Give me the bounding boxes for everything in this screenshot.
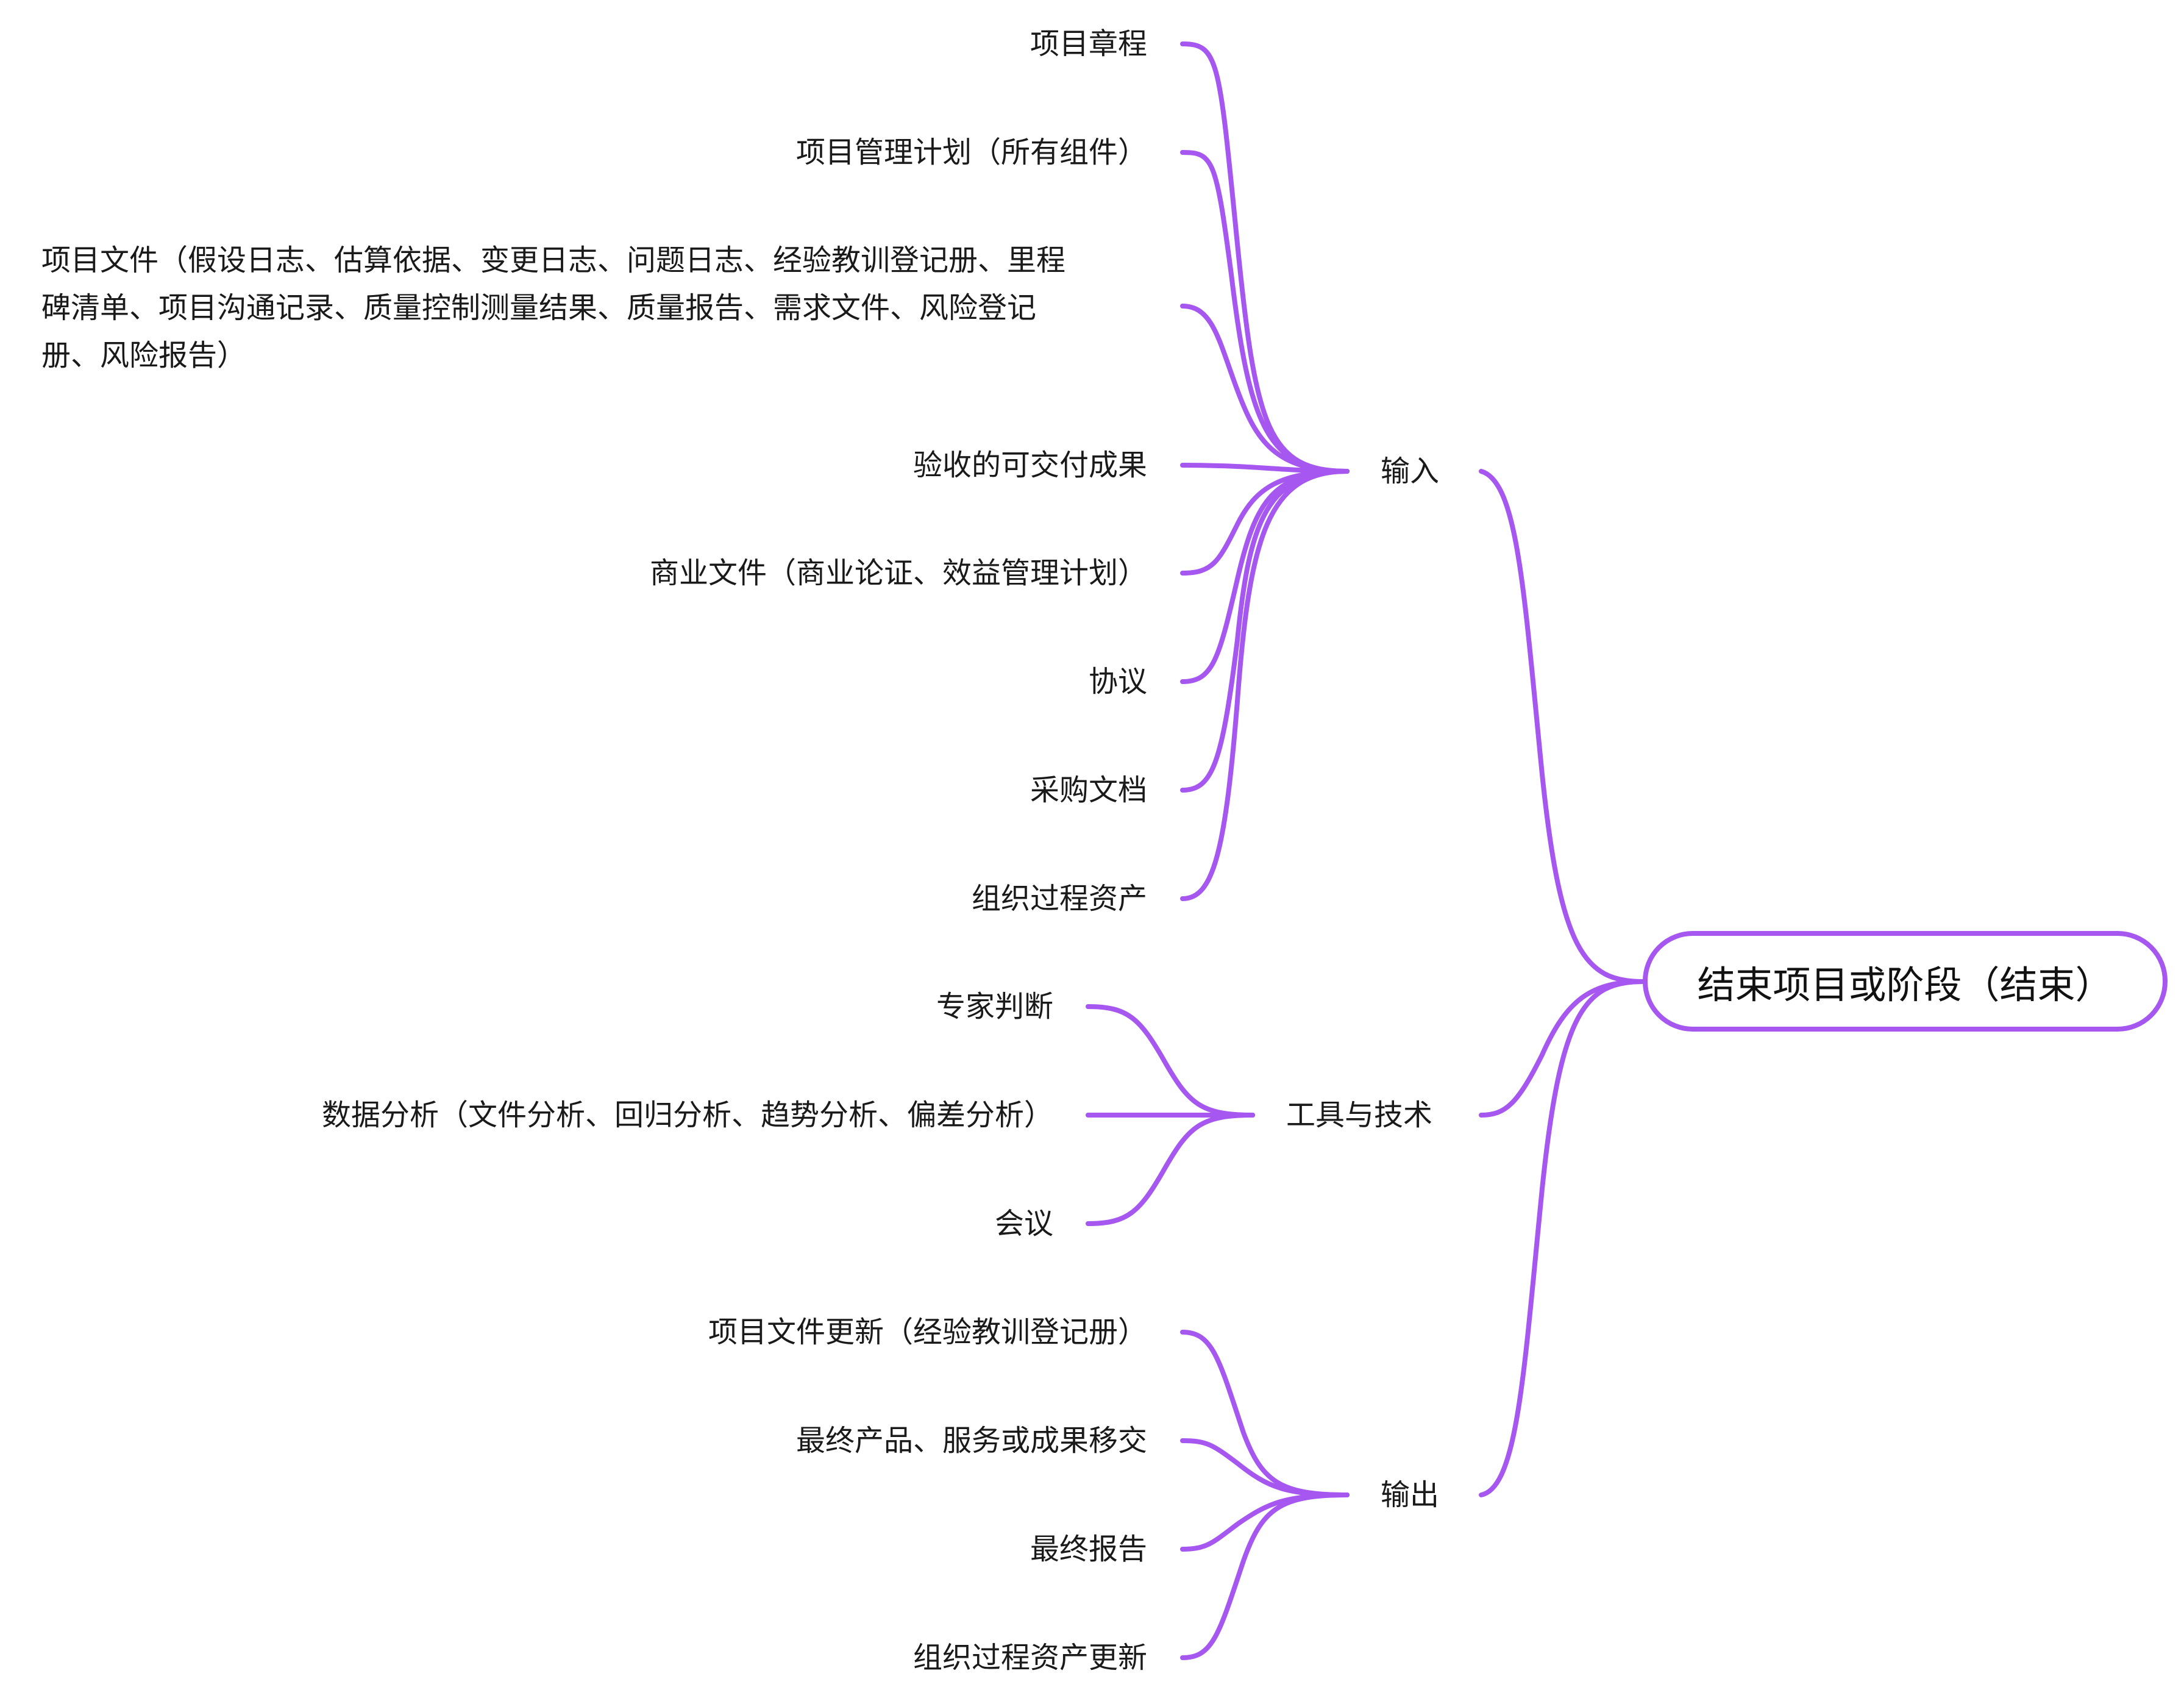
input-item-procurement-documents[interactable]: 采购文档 <box>1030 766 1147 814</box>
connector-input-1 <box>1180 41 1350 474</box>
root-node[interactable]: 结束项目或阶段（结束） <box>1643 931 2168 1032</box>
root-label: 结束项目或阶段（结束） <box>1697 962 2113 1007</box>
output-item-document-updates[interactable]: 项目文件更新（经验教训登记册） <box>708 1308 1147 1356</box>
connector-output-4 <box>1180 1492 1350 1660</box>
input-item-label: 协议 <box>1088 665 1147 699</box>
branch-inputs-label: 输入 <box>1381 454 1440 488</box>
input-item-label-line-2: 碑清单、项目沟通记录、质量控制测量结果、质量报告、需求文件、风险登记 <box>41 291 1037 325</box>
input-item-label-line-1: 项目文件（假设日志、估算依据、变更日志、问题日志、经验教训登记册、里程 <box>41 243 1066 277</box>
output-item-label: 项目文件更新（经验教训登记册） <box>708 1315 1147 1349</box>
branch-tools-label: 工具与技术 <box>1286 1098 1433 1132</box>
tool-item-expert-judgment[interactable]: 专家判断 <box>936 983 1053 1030</box>
branch-outputs-label: 输出 <box>1381 1478 1440 1512</box>
input-item-label: 采购文档 <box>1030 773 1147 807</box>
output-item-label: 最终报告 <box>1030 1532 1147 1566</box>
tool-item-label: 会议 <box>994 1207 1053 1241</box>
connector-input-7 <box>1180 469 1350 793</box>
connector-tool-3 <box>1086 1113 1255 1226</box>
tool-item-label: 专家判断 <box>936 990 1053 1024</box>
connector-input-3 <box>1180 304 1350 474</box>
tool-item-meetings[interactable]: 会议 <box>995 1200 1053 1247</box>
output-item-final-report[interactable]: 最终报告 <box>1030 1525 1147 1573</box>
branch-tools[interactable]: 工具与技术 <box>1286 1091 1432 1139</box>
input-item-agreements[interactable]: 协议 <box>1089 658 1147 705</box>
output-item-label: 最终产品、服务或成果移交 <box>795 1424 1147 1458</box>
input-item-label: 项目章程 <box>1030 27 1147 61</box>
connector-root-outputs <box>1479 979 1645 1497</box>
connector-output-3 <box>1180 1492 1350 1552</box>
output-item-label: 组织过程资产更新 <box>912 1641 1147 1675</box>
input-item-accepted-deliverables[interactable]: 验收的可交付成果 <box>913 441 1147 489</box>
connector-input-8 <box>1180 469 1350 901</box>
input-item-project-documents[interactable]: 项目文件（假设日志、估算依据、变更日志、问题日志、经验教训登记册、里程 碑清单、… <box>41 237 1065 379</box>
connector-root-tools <box>1479 979 1645 1118</box>
branch-inputs[interactable]: 输入 <box>1381 448 1439 495</box>
connector-root-inputs <box>1479 469 1645 984</box>
connector-input-4 <box>1180 463 1350 474</box>
connector-tool-1 <box>1086 1004 1255 1118</box>
input-item-opa[interactable]: 组织过程资产 <box>972 875 1147 922</box>
output-item-opa-updates[interactable]: 组织过程资产更新 <box>913 1634 1147 1681</box>
input-item-business-documents[interactable]: 商业文件（商业论证、效益管理计划） <box>650 549 1147 597</box>
connector-output-2 <box>1180 1438 1350 1497</box>
connector-input-5 <box>1180 469 1350 576</box>
input-item-label: 验收的可交付成果 <box>912 448 1147 482</box>
connector-input-2 <box>1180 150 1350 474</box>
tool-item-data-analysis[interactable]: 数据分析（文件分析、回归分析、趋势分析、偏差分析） <box>322 1091 1053 1139</box>
connector-output-1 <box>1180 1330 1350 1497</box>
input-item-label: 商业文件（商业论证、效益管理计划） <box>649 556 1147 590</box>
input-item-project-charter[interactable]: 项目章程 <box>1030 20 1147 68</box>
connector-input-6 <box>1180 469 1350 684</box>
output-item-final-transition[interactable]: 最终产品、服务或成果移交 <box>796 1417 1147 1464</box>
input-item-label-line-3: 册、风险报告） <box>41 338 247 373</box>
branch-outputs[interactable]: 输出 <box>1381 1471 1439 1519</box>
input-item-pm-plan[interactable]: 项目管理计划（所有组件） <box>796 129 1147 176</box>
input-item-label: 组织过程资产 <box>971 882 1147 916</box>
tool-item-label: 数据分析（文件分析、回归分析、趋势分析、偏差分析） <box>321 1098 1053 1132</box>
input-item-label: 项目管理计划（所有组件） <box>795 135 1147 169</box>
